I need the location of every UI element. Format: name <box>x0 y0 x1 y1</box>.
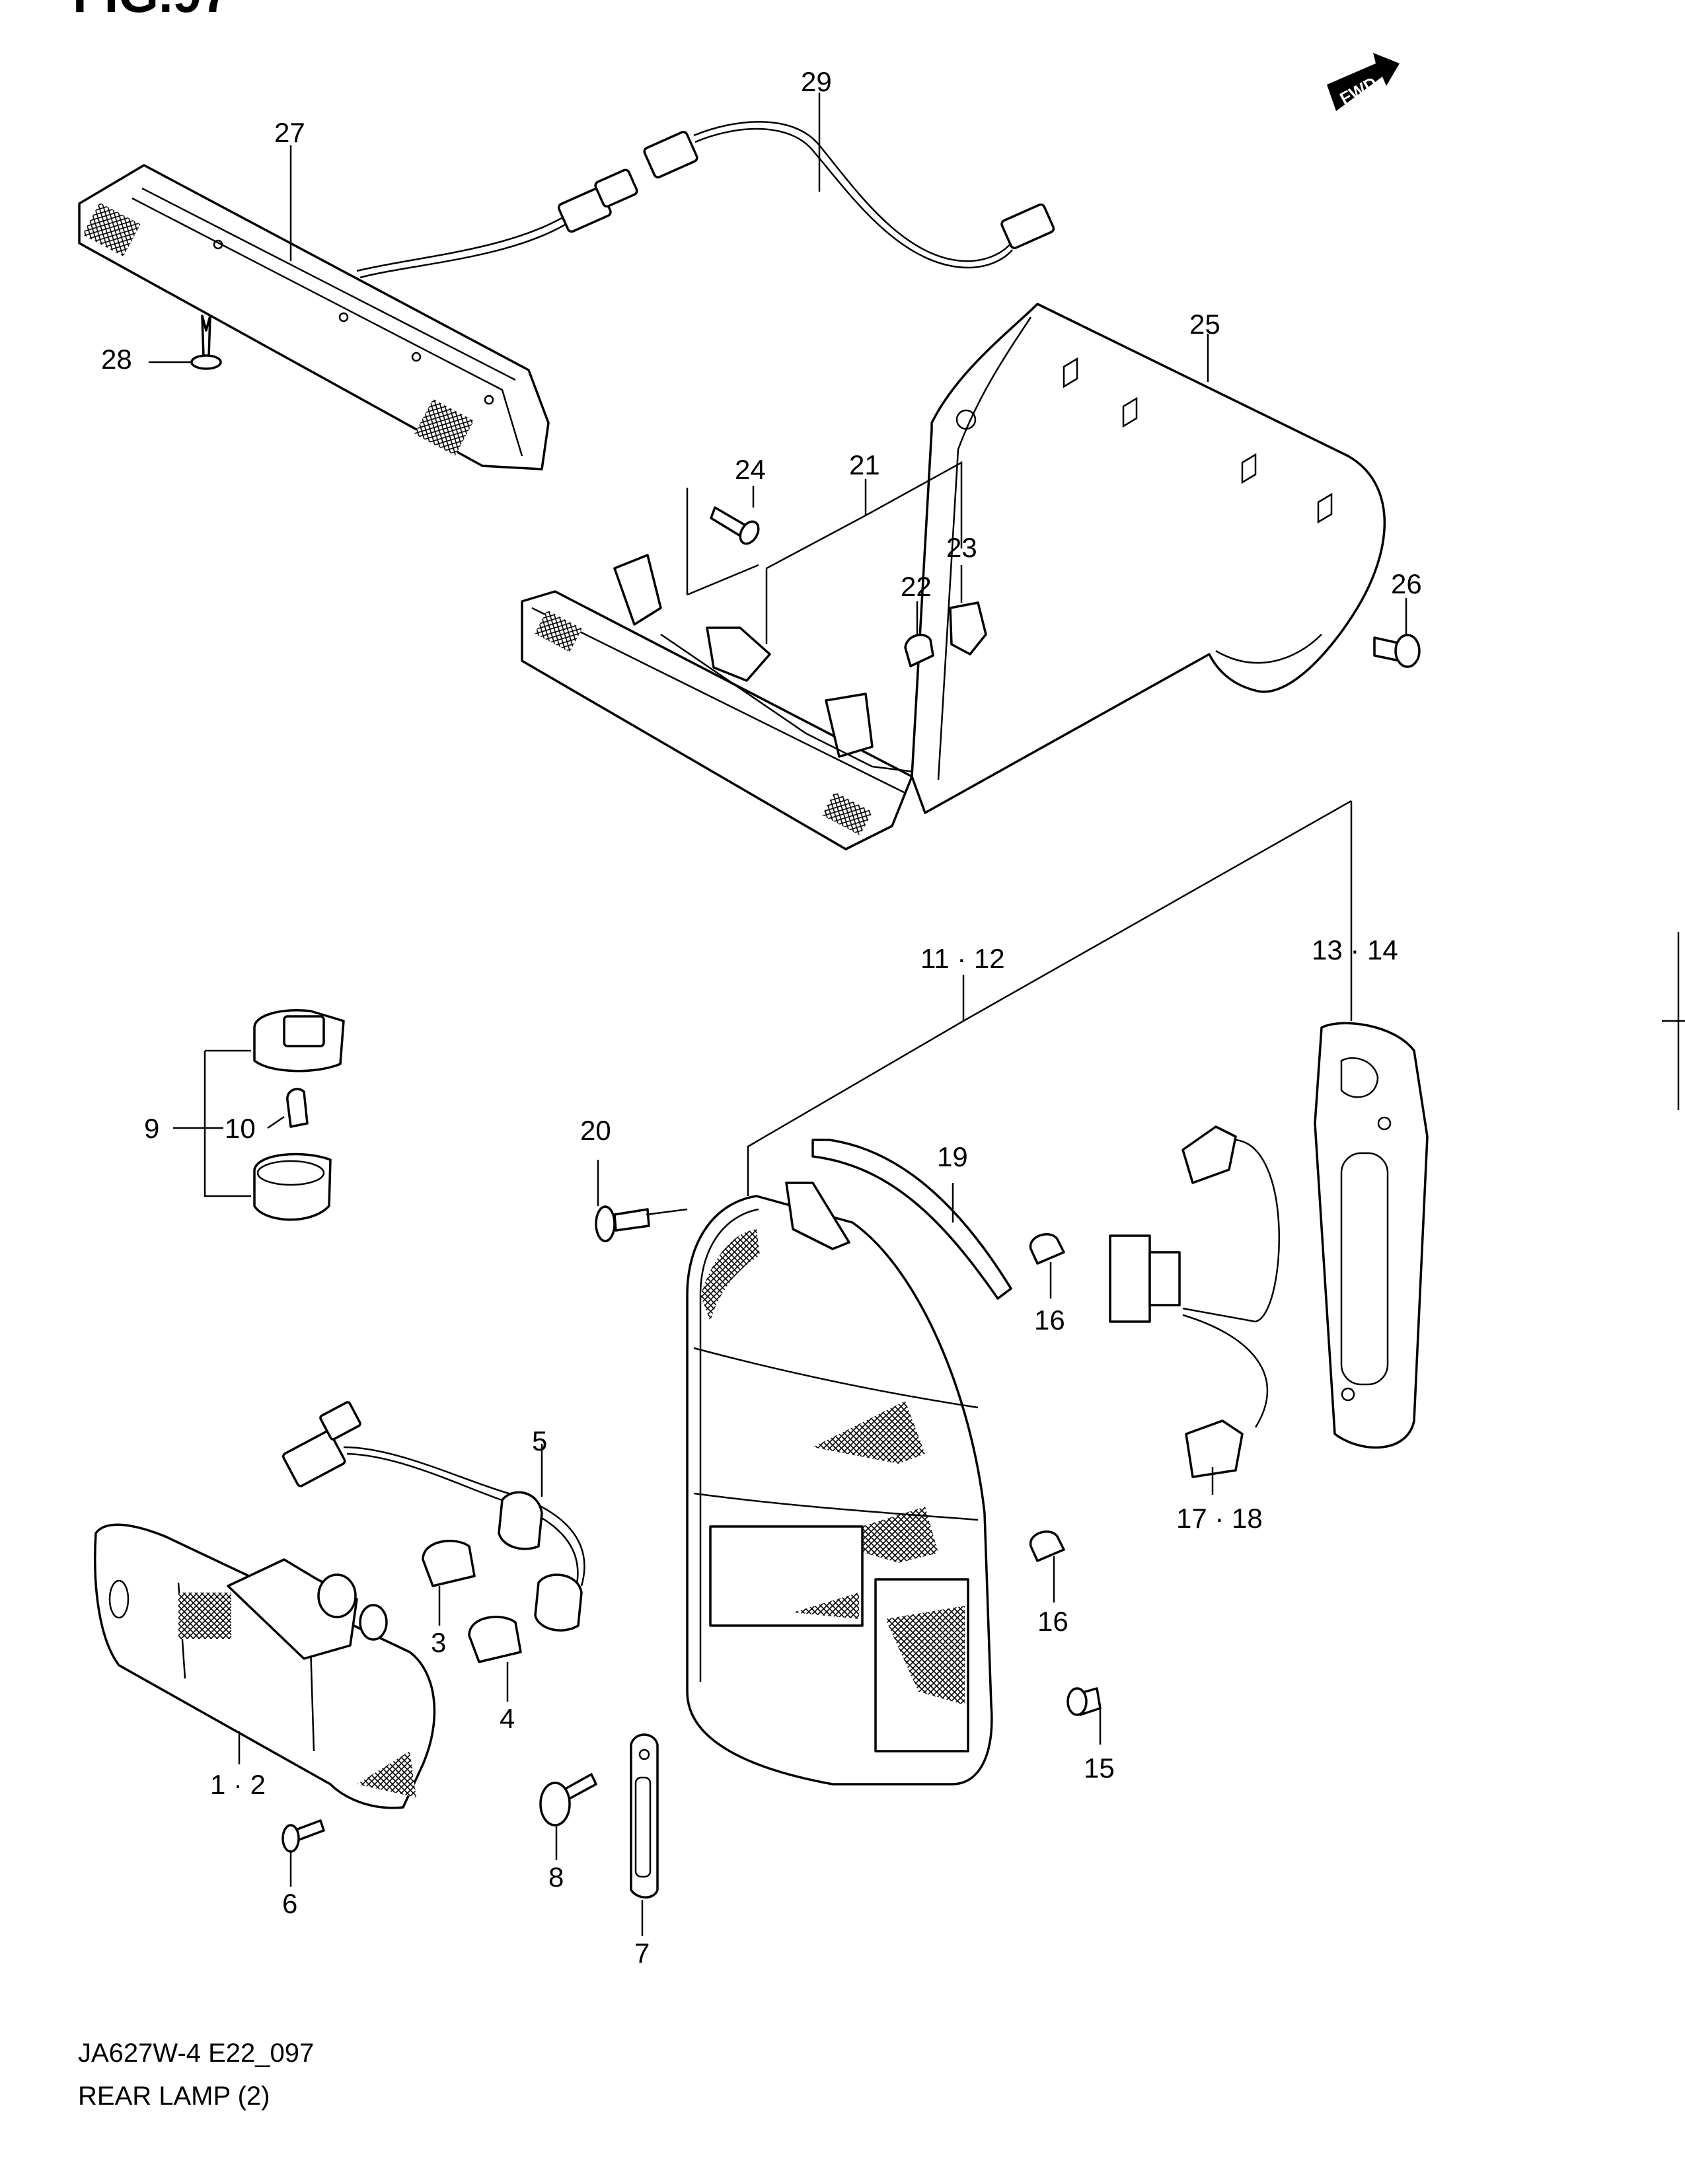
stop-lamp-harness <box>356 121 1055 279</box>
callout-28: 28 <box>101 344 132 375</box>
callout-13-14: 13 · 14 <box>1312 934 1398 965</box>
callout-5: 5 <box>532 1425 547 1456</box>
screw-24 <box>710 506 760 545</box>
bracket-7 <box>630 1733 659 1899</box>
callout-17-18: 17 · 18 <box>1176 1503 1263 1534</box>
callout-25: 25 <box>1189 309 1220 340</box>
bulb-16-upper <box>1029 1233 1065 1265</box>
callout-4: 4 <box>500 1703 515 1734</box>
figure-name: REAR LAMP (2) <box>78 2082 270 2111</box>
screw-8 <box>539 1773 597 1826</box>
figure-title: FIG.97 <box>73 0 230 23</box>
fog-lamp-harness <box>282 1401 585 1632</box>
callout-29: 29 <box>801 66 832 97</box>
socket-23 <box>949 601 987 656</box>
callout-27: 27 <box>274 117 305 148</box>
rear-fog-lamp <box>94 1523 436 1809</box>
callout-7: 7 <box>634 1938 650 1969</box>
bulb-3 <box>422 1540 476 1587</box>
screw-20 <box>595 1205 650 1242</box>
clip-26 <box>1373 634 1421 668</box>
callout-9: 9 <box>144 1113 159 1144</box>
mounting-bracket <box>521 554 926 850</box>
rear-combination-lamp <box>686 1182 993 1786</box>
clip-15 <box>1067 1687 1102 1716</box>
lamp-socket-harness <box>1109 1125 1280 1478</box>
license-lamp-socket <box>253 1008 345 1221</box>
high-mount-stop-lamp <box>78 164 550 471</box>
callout-22: 22 <box>901 571 932 602</box>
leader-lines <box>149 93 1407 1936</box>
callout-1-2: 1 · 2 <box>210 1769 266 1800</box>
callout-26: 26 <box>1391 568 1422 599</box>
screw-6 <box>281 1819 325 1853</box>
screw-28 <box>190 315 222 370</box>
seal-strip-19 <box>811 1139 1012 1300</box>
bulb-22 <box>904 634 934 667</box>
callout-23: 23 <box>946 532 977 563</box>
page-edge-mark <box>1662 932 1685 1110</box>
callout-16-lower: 16 <box>1037 1606 1068 1637</box>
lamp-gasket <box>1314 1022 1429 1449</box>
trim-cover <box>911 303 1386 814</box>
callout-6: 6 <box>282 1888 297 1919</box>
callout-8: 8 <box>548 1862 564 1893</box>
fwd-arrow-icon: FWD <box>1327 53 1400 111</box>
callout-labels: 27 29 28 25 24 21 23 22 26 11 · 12 13 · … <box>101 66 1422 1969</box>
callout-21: 21 <box>849 449 880 480</box>
callout-3: 3 <box>431 1627 446 1658</box>
callout-20: 20 <box>580 1115 611 1146</box>
callout-15: 15 <box>1084 1752 1115 1784</box>
figure-code: JA627W-4 E22_097 <box>78 2039 314 2068</box>
callout-10: 10 <box>225 1113 256 1144</box>
callout-16-upper: 16 <box>1034 1304 1065 1336</box>
callout-24: 24 <box>735 454 766 485</box>
bulb-16-lower <box>1029 1530 1065 1562</box>
callout-19: 19 <box>937 1141 968 1172</box>
bulb-4 <box>468 1616 522 1663</box>
callout-11-12: 11 · 12 <box>920 943 1005 974</box>
